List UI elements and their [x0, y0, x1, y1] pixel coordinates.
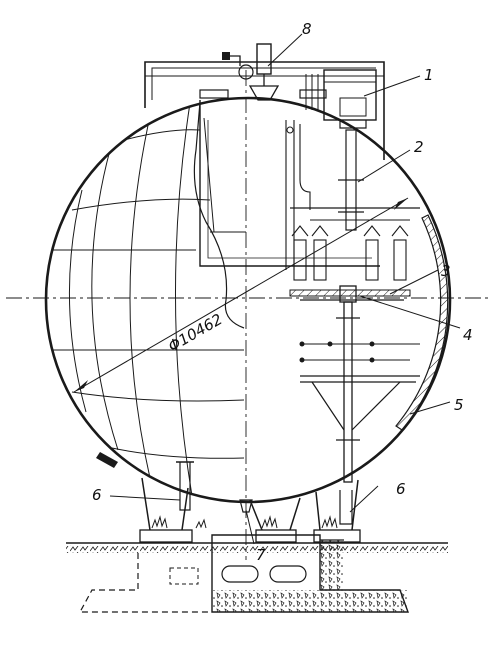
callout-4: 4 — [463, 326, 473, 344]
instrument-housing — [305, 69, 377, 129]
callout-3: 3 — [441, 262, 451, 280]
top-valve — [222, 43, 280, 101]
shell-plates — [46, 101, 245, 497]
support-pedestals — [139, 477, 361, 543]
callout-1: 1 — [424, 66, 434, 84]
heater-rods — [291, 225, 409, 281]
sphere-shell — [44, 96, 452, 504]
callout-7: 7 — [256, 546, 266, 564]
leader-lines — [109, 33, 461, 545]
callout-8: 8 — [302, 20, 312, 38]
callout-2: 2 — [414, 138, 424, 156]
interior-cutaway — [6, 70, 492, 560]
callout-6-right: 6 — [396, 480, 406, 498]
callout-5: 5 — [454, 396, 464, 414]
ground — [66, 542, 448, 553]
diameter-label: Φ10462 — [165, 310, 226, 355]
callout-6-left: 6 — [92, 486, 102, 504]
callouts: 1 2 3 4 5 6 6 7 8 — [92, 20, 473, 564]
foundation — [78, 534, 409, 613]
